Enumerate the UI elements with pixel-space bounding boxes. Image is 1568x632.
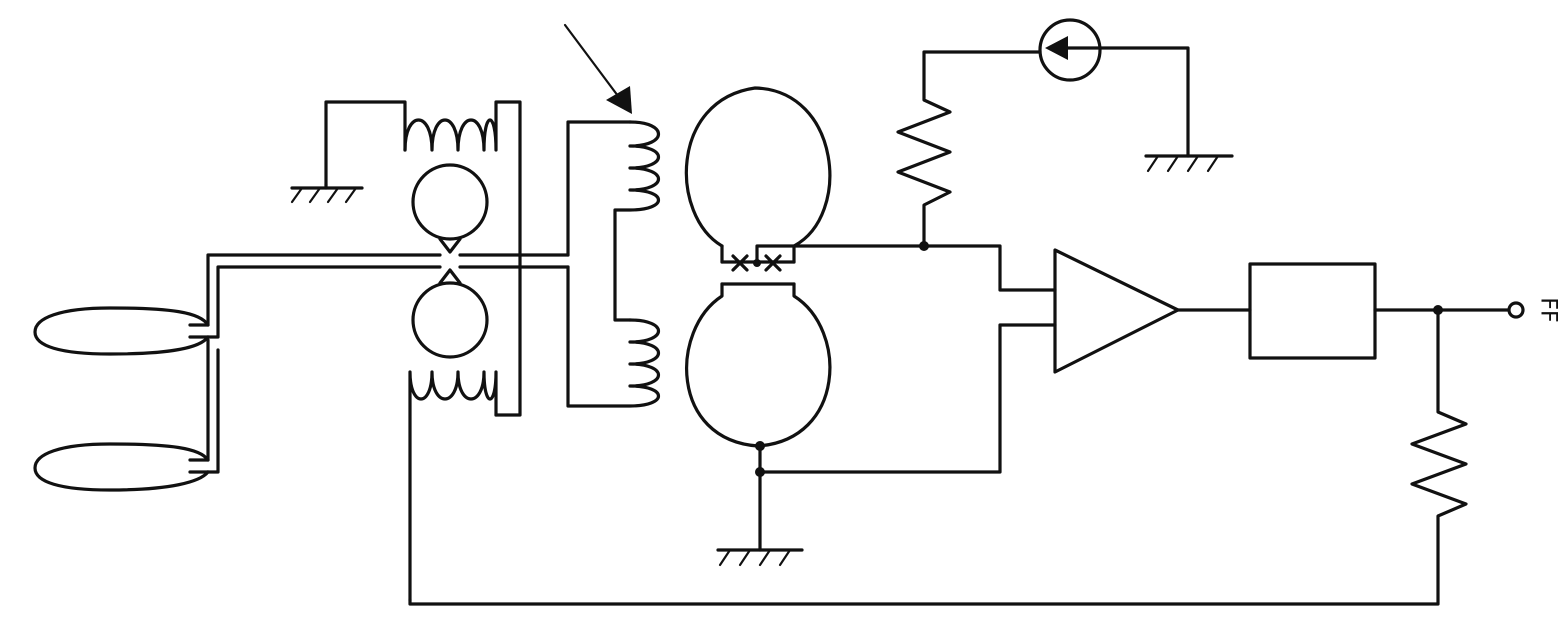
bias-resistor	[896, 50, 1042, 248]
josephson-junction-left	[731, 254, 749, 272]
josephson-junction-right	[764, 254, 782, 272]
pickup-leads	[188, 253, 570, 474]
feedback-resistor	[408, 308, 1468, 606]
ground-node	[755, 467, 765, 477]
output-terminal	[1507, 301, 1525, 319]
pickup-coil-bottom	[33, 442, 210, 492]
ground-symbol-input	[290, 183, 364, 204]
pickup-coil-top	[33, 306, 210, 356]
input-transformer-top-winding	[324, 100, 522, 417]
current-source	[1038, 18, 1190, 158]
squid-ring	[684, 86, 832, 448]
annotation-arrow	[563, 23, 632, 114]
squid-input-coil-bottom	[566, 265, 661, 408]
input-transformer-bottom-winding	[408, 370, 498, 602]
processing-block	[1248, 262, 1510, 360]
squid-ground-wire	[758, 323, 1057, 552]
amplifier	[1053, 248, 1252, 374]
ground-symbol-squid	[716, 548, 804, 567]
ground-symbol-source	[1144, 154, 1234, 173]
input-transformer-loops	[411, 163, 489, 359]
output-label: FF	[1536, 297, 1561, 322]
squid-bottom-node	[755, 441, 765, 451]
squid-output-wire	[755, 244, 1057, 292]
squid-input-coil-top	[566, 120, 661, 322]
